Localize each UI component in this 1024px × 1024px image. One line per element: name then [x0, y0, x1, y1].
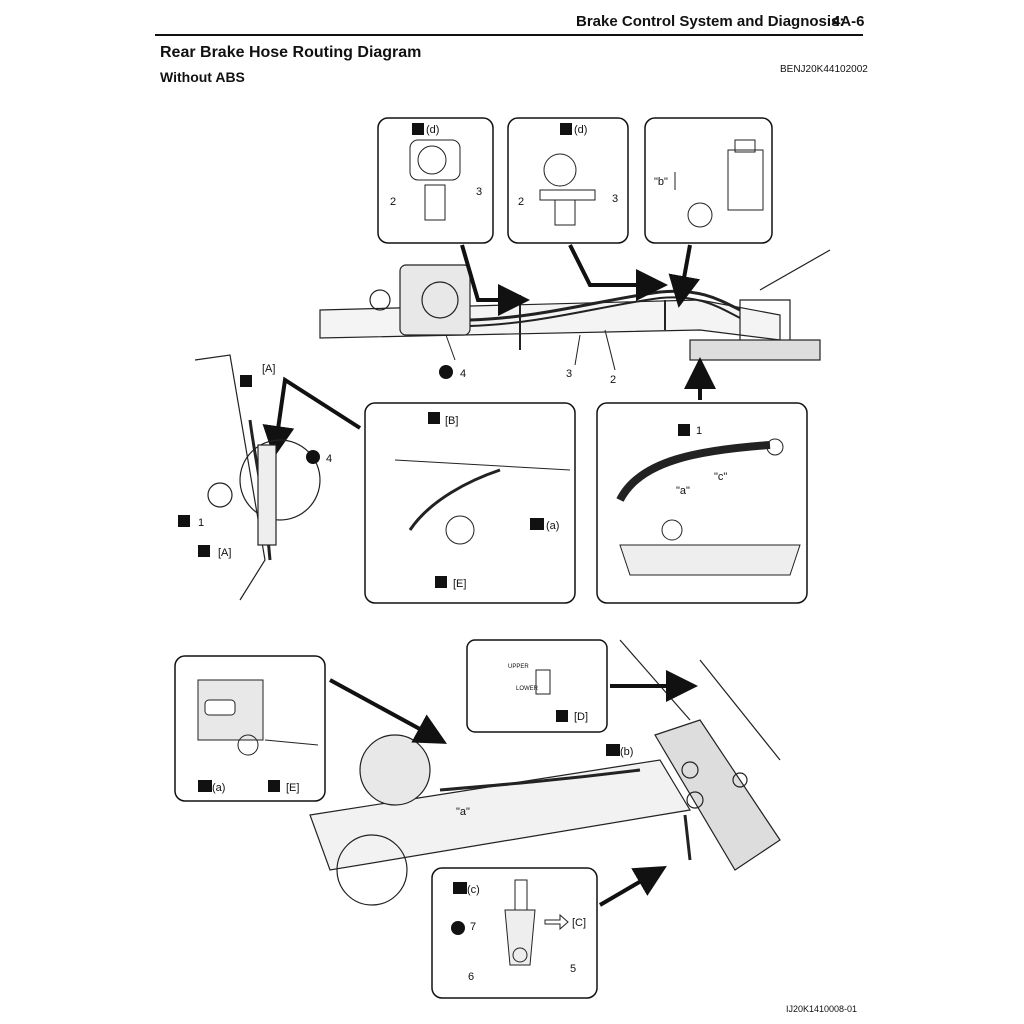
label-A: [A]	[262, 363, 275, 375]
detail-box-b: [B] (a) [E]	[364, 402, 576, 604]
detail-box-rod: (c) [C] 7 6 5	[431, 867, 598, 999]
label-d: (d)	[426, 124, 439, 136]
label-4: 4	[326, 453, 332, 465]
detail-box-joint: "b"	[644, 117, 773, 244]
detail-box-clamp-1: (d) 2 3	[377, 117, 494, 244]
label-2: 2	[610, 374, 616, 386]
label-c: (c)	[467, 884, 480, 896]
left-side-view: [A] 4 1 [A]	[178, 354, 332, 601]
label-1: 1	[198, 517, 204, 529]
torque-icon	[412, 123, 424, 135]
page-subtitle: Without ABS	[160, 69, 245, 85]
detail-box-upper-lower: UPPER LOWER [D]	[466, 639, 608, 733]
label-5: 5	[570, 963, 576, 975]
label-6: 6	[468, 971, 474, 983]
label-C: [C]	[572, 917, 586, 929]
upper-swingarm-view	[319, 249, 831, 361]
page-title: Rear Brake Hose Routing Diagram	[160, 44, 422, 61]
label-quote-a: "a"	[456, 806, 470, 818]
detail-arrows-top	[262, 244, 716, 458]
label-a: (a)	[546, 520, 559, 532]
caliper-shape	[399, 264, 471, 336]
detail-box-angles: 1 "a" "c"	[596, 402, 808, 604]
document-code: BENJ20K44102002	[780, 64, 868, 75]
label-3: 3	[476, 186, 482, 198]
label-D: [D]	[574, 711, 588, 723]
label-b: (b)	[620, 746, 633, 758]
section-header: Brake Control System and Diagnosis:	[576, 13, 845, 30]
lower-swingarm-view	[309, 639, 781, 906]
label-d: (d)	[574, 124, 587, 136]
detail-arrows-bottom	[329, 670, 698, 907]
label-E: [E]	[453, 578, 466, 590]
label-quote-b: "b"	[654, 176, 668, 188]
label-E: [E]	[286, 782, 299, 794]
label-3: 3	[612, 193, 618, 205]
label-3: 3	[566, 368, 572, 380]
label-quote-a: "a"	[676, 485, 690, 497]
label-B: [B]	[445, 415, 458, 427]
header-rule	[155, 34, 863, 36]
detail-box-clamp-2: (d) 2 3	[507, 117, 629, 244]
label-7: 7	[470, 921, 476, 933]
figure-code: IJ20K1410008-01	[786, 1004, 858, 1014]
label-4: 4	[460, 368, 466, 380]
label-2: 2	[390, 196, 396, 208]
label-lower: LOWER	[516, 686, 539, 692]
label-1: 1	[696, 425, 702, 437]
label-quote-c: "c"	[714, 471, 727, 483]
upper-view-labels: 4 3 2	[439, 329, 616, 386]
detail-box-caliper: (a) [E]	[174, 655, 326, 802]
label-A: [A]	[218, 547, 231, 559]
torque-icon	[560, 123, 572, 135]
label-a: (a)	[212, 782, 225, 794]
page-number: 4A-6	[832, 13, 865, 30]
lower-view-labels: (b) "a"	[456, 744, 633, 818]
label-2: 2	[518, 196, 524, 208]
label-upper: UPPER	[508, 664, 529, 670]
